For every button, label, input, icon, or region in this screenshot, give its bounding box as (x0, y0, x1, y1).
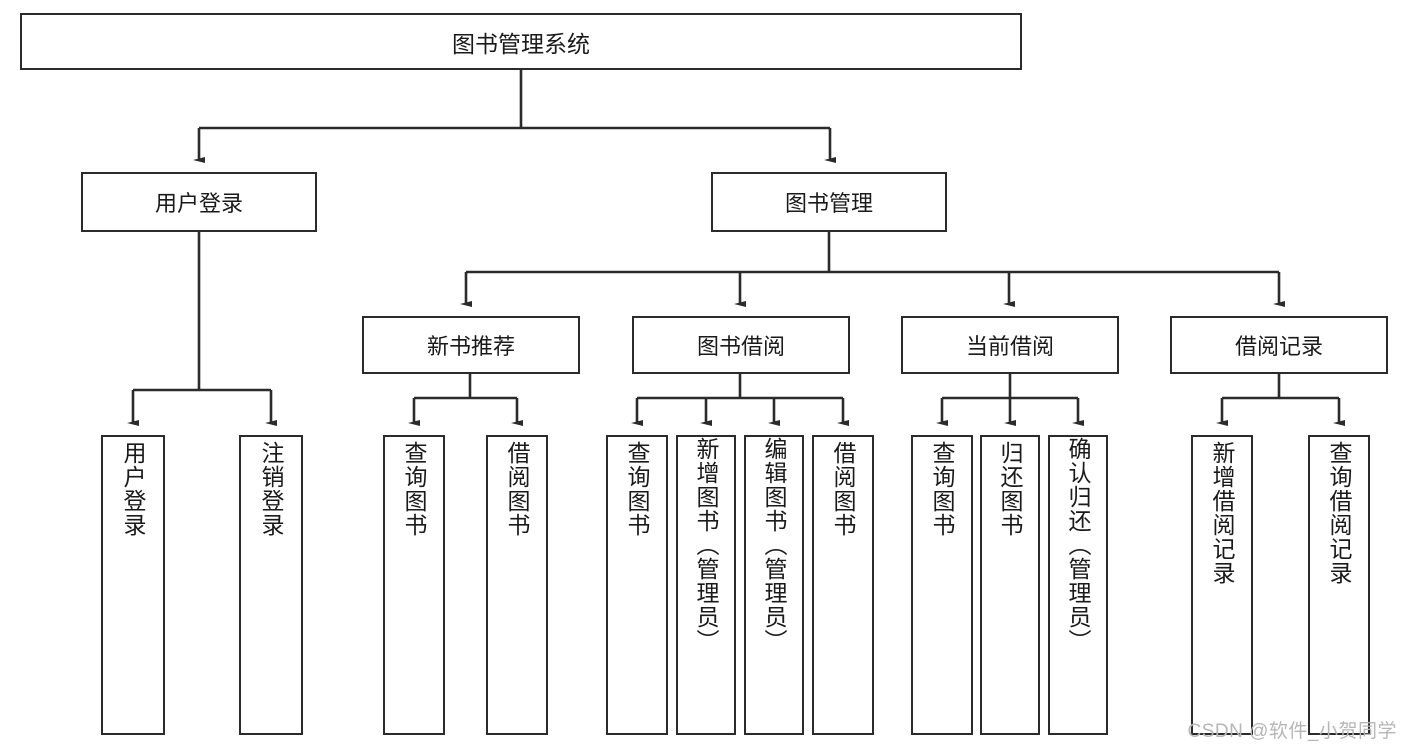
leaf-user-logout-label: 注销登录 (258, 441, 285, 537)
watermark: CSDN @软件_小贺同学 (1187, 721, 1397, 742)
leaf-user-login[interactable]: 用户登录 (101, 435, 165, 735)
leaf-add-book-label: 新增图书（管理员） (693, 437, 720, 653)
node-current-borrow[interactable]: 当前借阅 (901, 316, 1119, 374)
leaf-add-record-label: 新增借阅记录 (1209, 441, 1236, 585)
leaf-query-book-1-label: 查询图书 (401, 441, 428, 537)
leaf-query-record-label: 查询借阅记录 (1326, 441, 1353, 585)
node-new-book-recommend-label: 新书推荐 (426, 334, 515, 359)
node-book-manage-label: 图书管理 (784, 191, 873, 216)
leaf-borrow-book-2[interactable]: 借阅图书 (812, 435, 874, 735)
leaf-query-record[interactable]: 查询借阅记录 (1308, 435, 1370, 735)
node-user-login-label: 用户登录 (154, 191, 243, 216)
leaf-borrow-book-2-label: 借阅图书 (830, 441, 857, 537)
leaf-query-book-2[interactable]: 查询图书 (606, 435, 668, 735)
leaf-add-book[interactable]: 新增图书（管理员） (676, 435, 736, 735)
node-borrow-record[interactable]: 借阅记录 (1170, 316, 1388, 374)
leaf-query-book-3[interactable]: 查询图书 (911, 435, 973, 735)
node-book-manage[interactable]: 图书管理 (711, 172, 947, 232)
node-book-borrow-label: 图书借阅 (696, 334, 785, 359)
leaf-query-book-2-label: 查询图书 (624, 441, 651, 537)
leaf-add-record[interactable]: 新增借阅记录 (1191, 435, 1253, 735)
leaf-query-book-1[interactable]: 查询图书 (383, 435, 445, 735)
leaf-user-logout[interactable]: 注销登录 (239, 435, 303, 735)
leaf-edit-book[interactable]: 编辑图书（管理员） (744, 435, 804, 735)
node-new-book-recommend[interactable]: 新书推荐 (362, 316, 580, 374)
node-current-borrow-label: 当前借阅 (965, 334, 1054, 359)
leaf-user-login-label: 用户登录 (120, 441, 147, 537)
leaf-borrow-book-1[interactable]: 借阅图书 (486, 435, 548, 735)
node-user-login[interactable]: 用户登录 (81, 172, 317, 232)
leaf-query-book-3-label: 查询图书 (929, 441, 956, 537)
node-borrow-record-label: 借阅记录 (1234, 334, 1323, 359)
leaf-borrow-book-1-label: 借阅图书 (504, 441, 531, 537)
leaf-confirm-return-label: 确认归还（管理员） (1065, 437, 1092, 653)
node-root-label: 图书管理系统 (452, 30, 590, 57)
leaf-edit-book-label: 编辑图书（管理员） (761, 437, 788, 653)
leaf-return-book-label: 归还图书 (997, 441, 1024, 537)
node-root[interactable]: 图书管理系统 (20, 13, 1022, 70)
leaf-confirm-return[interactable]: 确认归还（管理员） (1048, 435, 1108, 735)
node-book-borrow[interactable]: 图书借阅 (632, 316, 850, 374)
leaf-return-book[interactable]: 归还图书 (980, 435, 1040, 735)
